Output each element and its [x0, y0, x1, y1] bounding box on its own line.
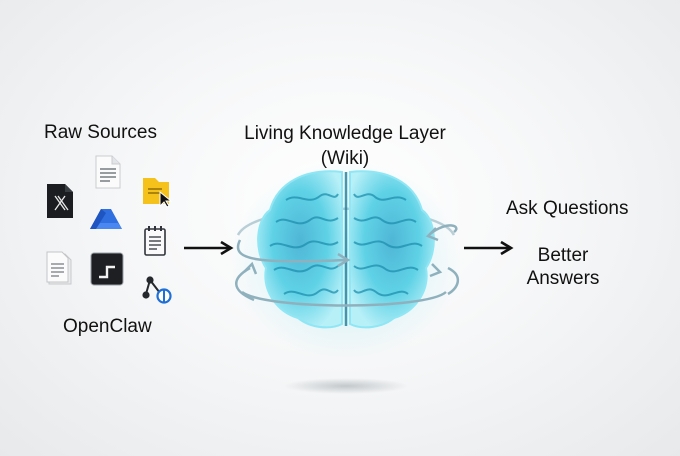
file-icon [46, 251, 72, 285]
flow-icon [142, 276, 172, 304]
knowledge-layer-title-line1: Living Knowledge Layer [244, 123, 446, 144]
document-icon [95, 155, 121, 189]
notepad-icon [144, 226, 166, 256]
arrow-right-icon [464, 240, 514, 256]
folder-cursor-icon [143, 178, 173, 208]
better-answers-line1: Better [537, 245, 589, 266]
raw-sources-title: Raw Sources [44, 122, 157, 143]
arrow-right-icon [184, 240, 234, 256]
drive-icon [90, 209, 122, 229]
openclaw-label: OpenClaw [63, 316, 152, 337]
terminal-icon [90, 252, 124, 286]
ask-questions-label: Ask Questions [506, 198, 629, 219]
brain-image [231, 160, 461, 394]
x-app-icon [47, 184, 73, 218]
better-answers-label: Better Answers [510, 244, 616, 290]
better-answers-line2: Answers [526, 268, 600, 289]
